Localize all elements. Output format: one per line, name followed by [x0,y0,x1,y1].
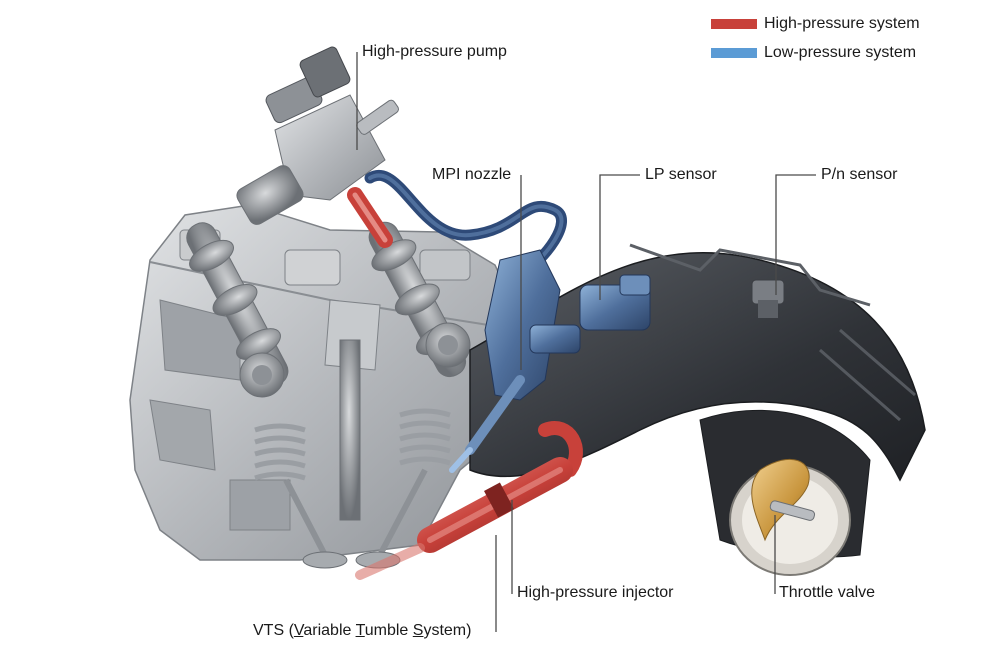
high-pressure-pump-part [236,46,399,248]
legend-label-high-pressure: High-pressure system [764,15,920,32]
low-pressure-fuel-line [364,170,567,281]
vts-v-rest: ariable [303,622,356,639]
label-pn-sensor: P/n sensor [821,166,898,183]
label-mpi-nozzle: MPI nozzle [432,166,512,183]
throttle-valve-part [751,458,816,542]
legend-swatch-high-pressure [711,19,757,29]
vts-v: V [293,622,304,639]
label-high-pressure-pump: High-pressure pump [362,43,507,60]
vts-s-rest: ystem) [423,622,472,639]
vts-s: S [412,622,424,639]
label-vts: VTS (Variable Tumble System) [253,622,471,640]
mpi-nozzle-part [449,249,581,473]
leader-lines [356,52,816,632]
legend-label-low-pressure: Low-pressure system [764,44,917,61]
camshafts [186,221,471,398]
vts-prefix: VTS ( [253,622,294,639]
high-pressure-injector-part [355,421,583,580]
label-throttle-valve: Throttle valve [779,584,876,601]
vts-t-rest: umble [364,622,413,639]
valve-train [254,339,451,569]
label-high-pressure-injector: High-pressure injector [517,584,674,601]
lp-sensor-part [579,274,651,331]
label-lp-sensor: LP sensor [645,166,717,183]
legend-swatch-low-pressure [711,48,757,58]
vts-t: T [355,622,365,639]
